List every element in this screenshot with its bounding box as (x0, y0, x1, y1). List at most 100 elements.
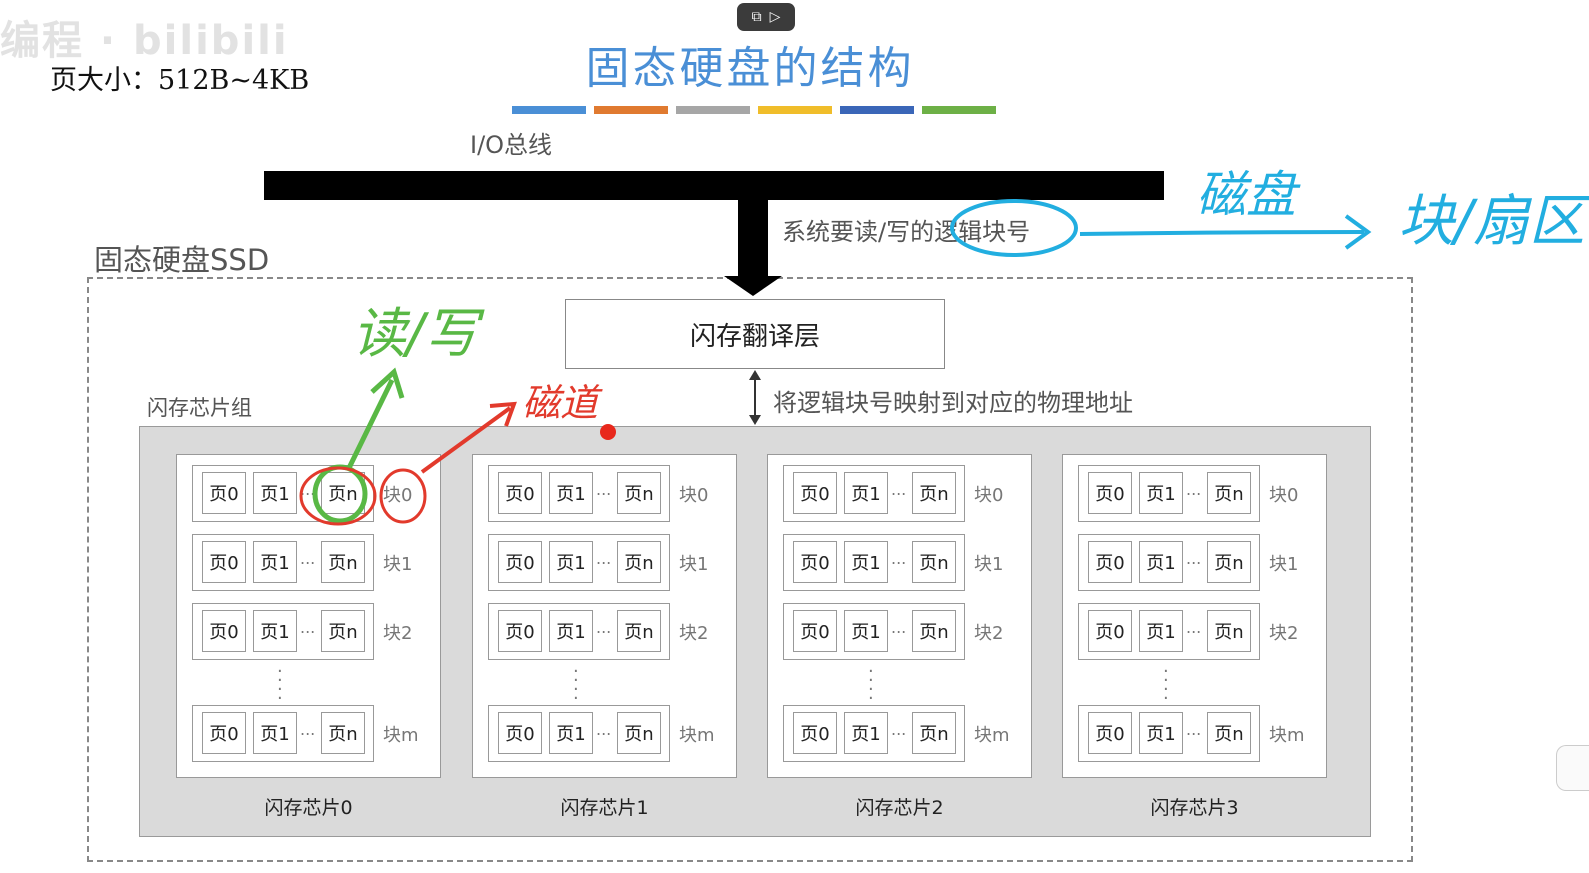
chip-label: 闪存芯片0 (264, 797, 353, 819)
flash-page: 页1 (253, 472, 297, 514)
page-ellipsis: ... (596, 720, 612, 739)
block-label: 块0 (974, 485, 1004, 506)
flash-page: 页1 (844, 610, 888, 652)
flash-page: 页n (1207, 472, 1251, 514)
flash-page: 页0 (793, 541, 837, 583)
watermark: 编程 · bilibili (0, 18, 289, 64)
player-controls[interactable]: ⧉ ▷ (737, 3, 795, 31)
io-bus (264, 171, 1164, 200)
flash-page: 页1 (844, 541, 888, 583)
flash-page: 页0 (498, 712, 542, 754)
flash-page: 页n (912, 472, 956, 514)
page-ellipsis: ... (1186, 480, 1202, 499)
title-colorbar (512, 106, 996, 114)
logical-block-label: 系统要读/写的逻辑块号 (782, 218, 1031, 246)
block-label: 块m (383, 725, 419, 746)
page-ellipsis: ... (1186, 618, 1202, 637)
page-ellipsis: ... (891, 480, 907, 499)
block-label: 块0 (679, 485, 709, 506)
flash-page: 页n (912, 541, 956, 583)
colorbar-segment (594, 106, 668, 114)
page-ellipsis: ... (596, 618, 612, 637)
flash-page: 页1 (1139, 541, 1183, 583)
flash-page: 页n (1207, 712, 1251, 754)
flash-page: 页0 (202, 472, 246, 514)
playlist-icon[interactable]: ▷ (769, 9, 781, 25)
chip-label: 闪存芯片2 (855, 797, 944, 819)
side-handle[interactable] (1556, 745, 1589, 791)
flash-page: 页1 (549, 712, 593, 754)
flash-page: 页1 (253, 610, 297, 652)
colorbar-segment (512, 106, 586, 114)
disk-annotation: 磁盘 (1196, 166, 1301, 224)
block-label: 块m (974, 725, 1010, 746)
flash-page: 页n (617, 712, 661, 754)
flash-page: 页0 (498, 541, 542, 583)
flash-page: 页1 (549, 541, 593, 583)
mapping-label: 将逻辑块号映射到对应的物理地址 (773, 389, 1133, 417)
flash-page: 页0 (793, 472, 837, 514)
block-label: 块2 (383, 623, 413, 644)
chip-label: 闪存芯片1 (560, 797, 649, 819)
colorbar-segment (922, 106, 996, 114)
block-label: 块m (679, 725, 715, 746)
flash-page: 页n (617, 472, 661, 514)
block-label: 块1 (383, 554, 413, 575)
block-label: 块2 (974, 623, 1004, 644)
flash-page: 页0 (202, 712, 246, 754)
chip-label: 闪存芯片3 (1150, 797, 1239, 819)
flash-page: 页0 (1088, 541, 1132, 583)
pip-icon[interactable]: ⧉ (751, 9, 762, 25)
block-label: 块0 (383, 485, 413, 506)
page-ellipsis: ... (300, 549, 316, 568)
ssd-label: 固态硬盘SSD (94, 243, 270, 277)
flash-page: 页1 (1139, 610, 1183, 652)
flash-page: 页n (321, 712, 365, 754)
flash-page: 页0 (1088, 610, 1132, 652)
block-label: 块0 (1269, 485, 1299, 506)
flash-page: 页0 (498, 472, 542, 514)
page-ellipsis: ... (300, 720, 316, 739)
flash-page: 页0 (793, 610, 837, 652)
flash-page: 页1 (844, 472, 888, 514)
vertical-ellipsis: ···· (573, 661, 579, 709)
page-ellipsis: ... (596, 549, 612, 568)
block-label: 块1 (974, 554, 1004, 575)
flash-page: 页0 (202, 610, 246, 652)
page-ellipsis: ... (891, 618, 907, 637)
page-ellipsis: ... (891, 549, 907, 568)
flash-page: 页0 (202, 541, 246, 583)
flash-page: 页n (321, 472, 365, 514)
block-label: 块m (1269, 725, 1305, 746)
flash-page: 页0 (498, 610, 542, 652)
flash-page: 页1 (253, 712, 297, 754)
colorbar-segment (758, 106, 832, 114)
flash-translation-layer: 闪存翻译层 (565, 299, 945, 369)
flash-page: 页1 (1139, 472, 1183, 514)
page-ellipsis: ... (596, 480, 612, 499)
page-ellipsis: ... (300, 480, 316, 499)
flash-page: 页n (617, 610, 661, 652)
flash-page: 页n (321, 610, 365, 652)
flash-page: 页n (912, 712, 956, 754)
flash-page: 页n (1207, 541, 1251, 583)
block-label: 块2 (1269, 623, 1299, 644)
block-label: 块2 (679, 623, 709, 644)
vertical-ellipsis: ···· (277, 661, 283, 709)
flash-page: 页1 (1139, 712, 1183, 754)
